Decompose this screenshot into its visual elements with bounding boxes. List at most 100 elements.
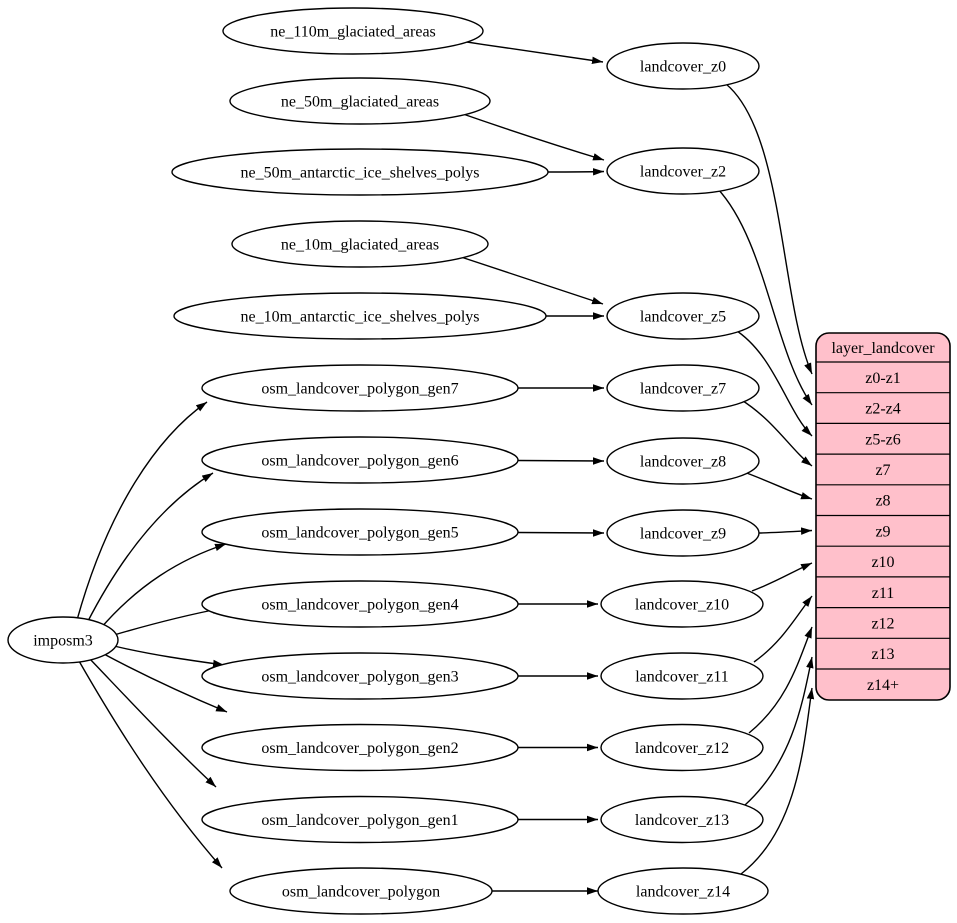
node-osm_landcover_polygon: osm_landcover_polygon	[229, 867, 493, 915]
node-ne_50m_glaciated_areas: ne_50m_glaciated_areas	[229, 77, 491, 125]
node-osm_landcover_polygon_gen5: osm_landcover_polygon_gen5	[201, 508, 519, 556]
table-background	[815, 332, 951, 701]
table-title: layer_landcover	[831, 340, 935, 357]
node-label: osm_landcover_polygon_gen1	[261, 812, 458, 829]
edge-layer	[76, 41, 815, 895]
node-landcover_z0: landcover_z0	[606, 42, 760, 90]
node-label: landcover_z2	[640, 164, 726, 181]
edge-imposm3-osm_landcover_polygon	[78, 660, 223, 869]
edge-osm_landcover_polygon_gen6-landcover_z8	[517, 457, 605, 465]
node-shape	[201, 580, 519, 628]
table-row-label: z5-z6	[865, 431, 901, 448]
node-shape	[606, 292, 760, 340]
table-row: z9	[875, 523, 890, 540]
node-label: osm_landcover_polygon_gen2	[261, 740, 458, 757]
node-shape	[600, 580, 764, 628]
node-shape	[606, 42, 760, 90]
node-shape	[606, 147, 760, 195]
table-row-label: z10	[871, 554, 894, 571]
edge-landcover_z11-row-z11	[753, 595, 813, 663]
table-row-label: z2-z4	[865, 401, 901, 418]
node-osm_landcover_polygon_gen1: osm_landcover_polygon_gen1	[201, 795, 519, 844]
table-row-label: z14+	[867, 677, 899, 694]
table-row: z11	[872, 585, 895, 602]
node-label: osm_landcover_polygon_gen3	[261, 669, 458, 686]
edge-landcover_z8-row-z8	[743, 471, 813, 500]
node-label: landcover_z9	[640, 526, 726, 543]
node-label: imposm3	[33, 633, 93, 650]
node-label: landcover_z12	[635, 740, 729, 757]
node-shape	[606, 509, 760, 557]
node-label: osm_landcover_polygon_gen7	[261, 381, 458, 398]
node-shape	[231, 220, 489, 268]
node-landcover_z2: landcover_z2	[606, 147, 760, 195]
node-landcover_z9: landcover_z9	[606, 509, 760, 557]
table-row-label: z7	[875, 462, 890, 479]
edge-landcover_z12-row-z12	[748, 626, 813, 734]
node-landcover_z8: landcover_z8	[606, 437, 760, 485]
node-shape	[201, 795, 519, 844]
table-layer_landcover: layer_landcover z0-z1 z2-z4 z5-z6 z7 z8 …	[815, 332, 951, 701]
node-osm_landcover_polygon_gen4: osm_landcover_polygon_gen4	[201, 580, 519, 628]
node-ne_110m_glaciated_areas: ne_110m_glaciated_areas	[222, 7, 484, 55]
table-row-label: z0-z1	[865, 370, 901, 387]
node-label: landcover_z7	[640, 381, 726, 398]
node-shape	[173, 292, 547, 340]
node-shape	[597, 867, 769, 915]
table-row: z8	[875, 493, 890, 510]
node-shape	[201, 723, 519, 772]
edge-landcover_z10-row-z10	[751, 562, 813, 592]
node-label: landcover_z10	[635, 597, 729, 614]
node-landcover_z11: landcover_z11	[600, 652, 764, 700]
node-shape	[606, 364, 760, 412]
table-row: z0-z1	[865, 370, 901, 387]
edge-imposm3-osm_landcover_polygon_gen5	[99, 543, 227, 630]
node-landcover_z12: landcover_z12	[600, 723, 764, 772]
table-row: z7	[875, 462, 890, 479]
edge-landcover_z9-row-z9	[758, 527, 813, 535]
edge-landcover_z2-row-z2-z4	[716, 187, 813, 406]
edge-landcover_z5-row-z5-z6	[733, 328, 813, 437]
edge-imposm3-osm_landcover_polygon_gen3	[113, 645, 225, 668]
node-layer: ne_110m_glaciated_areas ne_50m_glaciated…	[7, 7, 769, 915]
table-row-label: z11	[872, 585, 895, 602]
edge-ne_110m_glaciated_areas-landcover_z0	[466, 41, 604, 65]
edge-imposm3-osm_landcover_polygon_gen6	[86, 472, 214, 624]
node-landcover_z14: landcover_z14	[597, 867, 769, 915]
node-label: landcover_z8	[640, 454, 726, 471]
edge-landcover_z0-row-z0-z1	[725, 83, 813, 375]
node-label: ne_50m_antarctic_ice_shelves_polys	[240, 165, 479, 182]
node-landcover_z7: landcover_z7	[606, 364, 760, 412]
table-row: z13	[871, 646, 894, 663]
node-shape	[600, 652, 764, 700]
node-ne_10m_glaciated_areas: ne_10m_glaciated_areas	[231, 220, 489, 268]
table-row: z5-z6	[865, 431, 901, 448]
edge-osm_landcover_polygon_gen5-landcover_z9	[517, 529, 605, 537]
node-landcover_z10: landcover_z10	[600, 580, 764, 628]
table-row-label: z12	[871, 616, 894, 633]
table-row-label: z8	[875, 493, 890, 510]
table-row-label: z13	[871, 646, 894, 663]
table-row: z14+	[867, 677, 899, 694]
node-shape	[201, 652, 519, 700]
node-label: osm_landcover_polygon	[282, 884, 440, 901]
node-shape	[600, 723, 764, 772]
node-label: landcover_z0	[640, 59, 726, 76]
node-shape	[171, 148, 549, 196]
edge-ne_50m_glaciated_areas-landcover_z2	[462, 113, 605, 161]
node-osm_landcover_polygon_gen3: osm_landcover_polygon_gen3	[201, 652, 519, 700]
node-label: landcover_z5	[640, 309, 726, 326]
node-shape	[7, 616, 119, 664]
node-osm_landcover_polygon_gen6: osm_landcover_polygon_gen6	[201, 436, 519, 484]
table-row: z10	[871, 554, 894, 571]
table-row: z12	[871, 616, 894, 633]
node-label: ne_50m_glaciated_areas	[281, 94, 439, 111]
node-label: landcover_z14	[636, 884, 730, 901]
edge-landcover_z14-row-z14plus	[740, 687, 815, 875]
edge-imposm3-osm_landcover_polygon_gen2	[101, 652, 228, 713]
edge-ne_10m_glaciated_areas-landcover_z5	[460, 256, 604, 305]
node-shape	[201, 364, 519, 412]
edge-imposm3-osm_landcover_polygon_gen7	[76, 401, 208, 621]
edge-ne_50m_antarctic_ice_shelves_polys-landcover_z2	[547, 168, 605, 176]
